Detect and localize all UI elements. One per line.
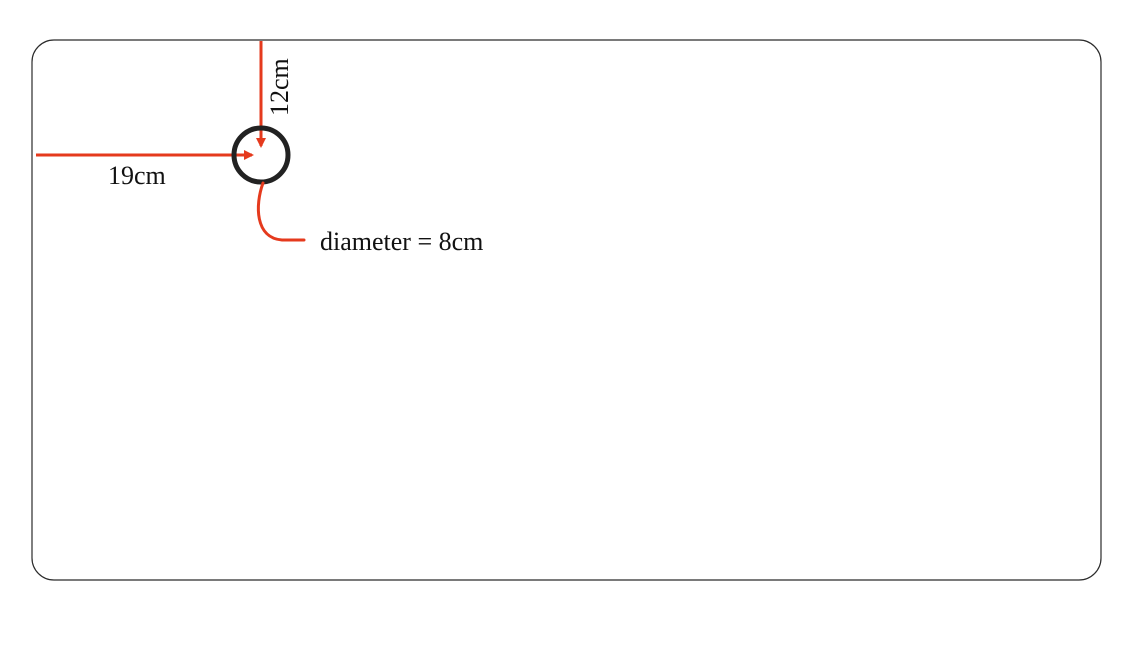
- horizontal-distance-label: 19cm: [108, 161, 166, 190]
- diameter-label: diameter = 8cm: [320, 227, 483, 256]
- diameter-leader-line: [256, 181, 306, 242]
- diagram-panel: [31, 39, 1102, 581]
- hole-circle: [231, 125, 291, 185]
- vertical-distance-label: 12cm: [265, 58, 294, 116]
